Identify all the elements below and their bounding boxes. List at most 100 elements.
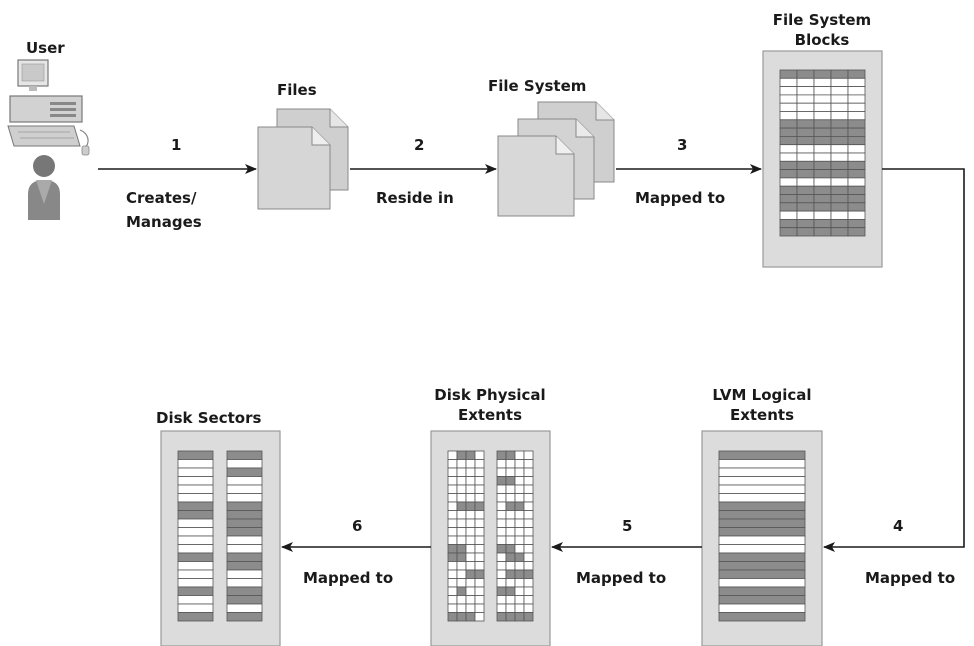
disk-extent-cell: [447, 569, 458, 579]
disk-sector-cell: [177, 527, 214, 537]
disk-extent-cell: [505, 578, 516, 588]
lvm-extent-cell: [718, 510, 806, 520]
disk-extent-cell: [505, 501, 516, 511]
disk-sector-cell: [177, 510, 214, 520]
disk-extent-cell: [496, 476, 507, 486]
fs-block-cell: [813, 111, 832, 121]
disk-sector-cell: [177, 459, 214, 469]
disk-extent-cell: [505, 552, 516, 562]
disk-extent-cell: [496, 535, 507, 545]
fs-block-cell: [796, 86, 815, 96]
disk-extent-cell: [456, 569, 467, 579]
disk-extent-cell: [523, 518, 534, 528]
disk-extent-cell: [474, 595, 485, 605]
disk-extent-cell: [447, 527, 458, 537]
fs-block-cell: [796, 135, 815, 146]
fs-block-cell: [779, 127, 798, 137]
fs-block-cell: [847, 86, 866, 96]
disk-extent-cell: [523, 493, 534, 503]
disk-sector-cell: [177, 561, 214, 571]
disk-extent-cell: [496, 595, 507, 605]
disk-extent-cell: [496, 510, 507, 520]
disk-extents-grid: [447, 450, 534, 622]
fs-blocks-title-line2: Blocks: [794, 31, 850, 49]
fs-block-cell: [847, 169, 866, 179]
disk-sector-cell: [177, 518, 214, 528]
lvm-extents-title: LVM Logical Extents: [692, 385, 832, 425]
disk-extent-cell: [465, 612, 476, 622]
disk-extent-cell: [465, 501, 476, 511]
fs-block-cell: [813, 194, 832, 204]
disk-extent-cell: [514, 603, 525, 613]
disk-sector-cell: [177, 450, 214, 460]
disk-extent-cell: [523, 535, 534, 545]
disk-extent-cell: [514, 476, 525, 486]
disk-extent-cell: [514, 561, 525, 571]
fs-block-cell: [830, 152, 849, 162]
disk-extent-cell: [514, 569, 525, 579]
fs-block-cell: [847, 127, 866, 137]
fs-block-cell: [796, 202, 815, 212]
lvm-extent-cell: [718, 518, 806, 528]
disk-extent-cell: [447, 467, 458, 477]
disk-extent-cell: [456, 467, 467, 477]
disk-sector-cell: [226, 544, 263, 554]
disk-extent-cell: [456, 450, 467, 460]
disk-extent-cell: [447, 552, 458, 562]
disk-extent-cell: [523, 603, 534, 613]
lvm-extent-cell: [718, 578, 806, 588]
disk-sector-cell: [226, 595, 263, 605]
disk-sector-cell: [226, 586, 263, 596]
disk-extent-cell: [447, 518, 458, 528]
fs-block-cell: [796, 185, 815, 195]
disk-extent-cell: [447, 493, 458, 503]
step-1-label-line1: Creates/: [126, 189, 197, 207]
disk-extent-cell: [456, 595, 467, 605]
lvm-extent-cell: [718, 493, 806, 503]
disk-extent-cell: [456, 561, 467, 571]
fs-block-cell: [847, 160, 866, 171]
disk-extent-cell: [514, 510, 525, 520]
computer-icon: [7, 59, 90, 156]
fs-block-cell: [847, 144, 866, 154]
disk-extent-cell: [465, 561, 476, 571]
person-icon: [28, 155, 60, 220]
disk-extent-cell: [505, 450, 516, 460]
disk-extent-cell: [505, 493, 516, 503]
disk-extent-cell: [514, 578, 525, 588]
disk-extent-cell: [465, 535, 476, 545]
fs-block-cell: [813, 102, 832, 112]
disk-extent-cell: [465, 552, 476, 562]
fs-block-cell: [796, 69, 815, 79]
fs-block-cell: [830, 94, 849, 104]
disk-extent-cell: [474, 535, 485, 545]
disk-extent-cell: [474, 467, 485, 477]
disk-sector-cell: [177, 501, 214, 511]
fs-block-cell: [813, 119, 832, 129]
fs-block-cell: [830, 194, 849, 204]
file-system-title: File System: [488, 77, 587, 95]
disk-extent-cell: [496, 586, 507, 596]
step-5-label: Mapped to: [576, 569, 667, 587]
disk-extent-cell: [523, 527, 534, 537]
lvm-extent-cell: [718, 595, 806, 605]
disk-sector-cell: [226, 493, 263, 503]
fs-block-cell: [813, 77, 832, 88]
disk-extent-cell: [496, 501, 507, 511]
disk-extent-cell: [465, 518, 476, 528]
fs-block-cell: [847, 69, 866, 79]
fs-block-cell: [847, 152, 866, 162]
disk-sectors-title: Disk Sectors: [156, 409, 262, 427]
disk-extent-cell: [456, 484, 467, 494]
disk-extent-cell: [465, 595, 476, 605]
files-icon: [257, 108, 349, 210]
disk-extent-cell: [456, 518, 467, 528]
disk-extent-cell: [456, 527, 467, 537]
disk-extent-cell: [474, 544, 485, 554]
disk-extent-cell: [514, 544, 525, 554]
disk-extent-cell: [523, 552, 534, 562]
fs-block-cell: [847, 111, 866, 121]
disk-extent-cell: [496, 569, 507, 579]
step-1-label-line2: Manages: [126, 213, 202, 231]
